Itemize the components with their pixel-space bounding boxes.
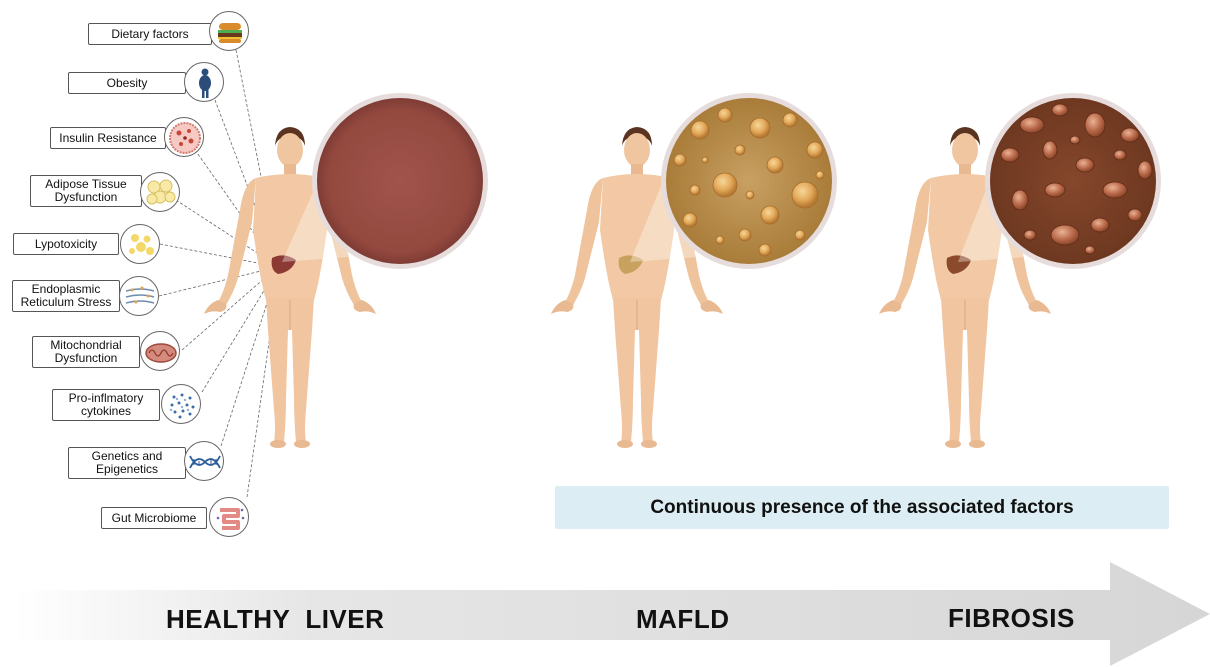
- continuous-factors-banner: Continuous presence of the associated fa…: [555, 486, 1169, 529]
- fibrosis-liver-magnified: [985, 93, 1161, 269]
- stage-label-fibrosis: FIBROSIS: [948, 603, 1075, 634]
- healthy-liver-magnified: [312, 93, 488, 269]
- stage-label-healthy-liver: HEALTHY LIVER: [166, 604, 384, 635]
- stage-label-mafld: MAFLD: [636, 604, 729, 635]
- mafld-liver-magnified: [661, 93, 837, 269]
